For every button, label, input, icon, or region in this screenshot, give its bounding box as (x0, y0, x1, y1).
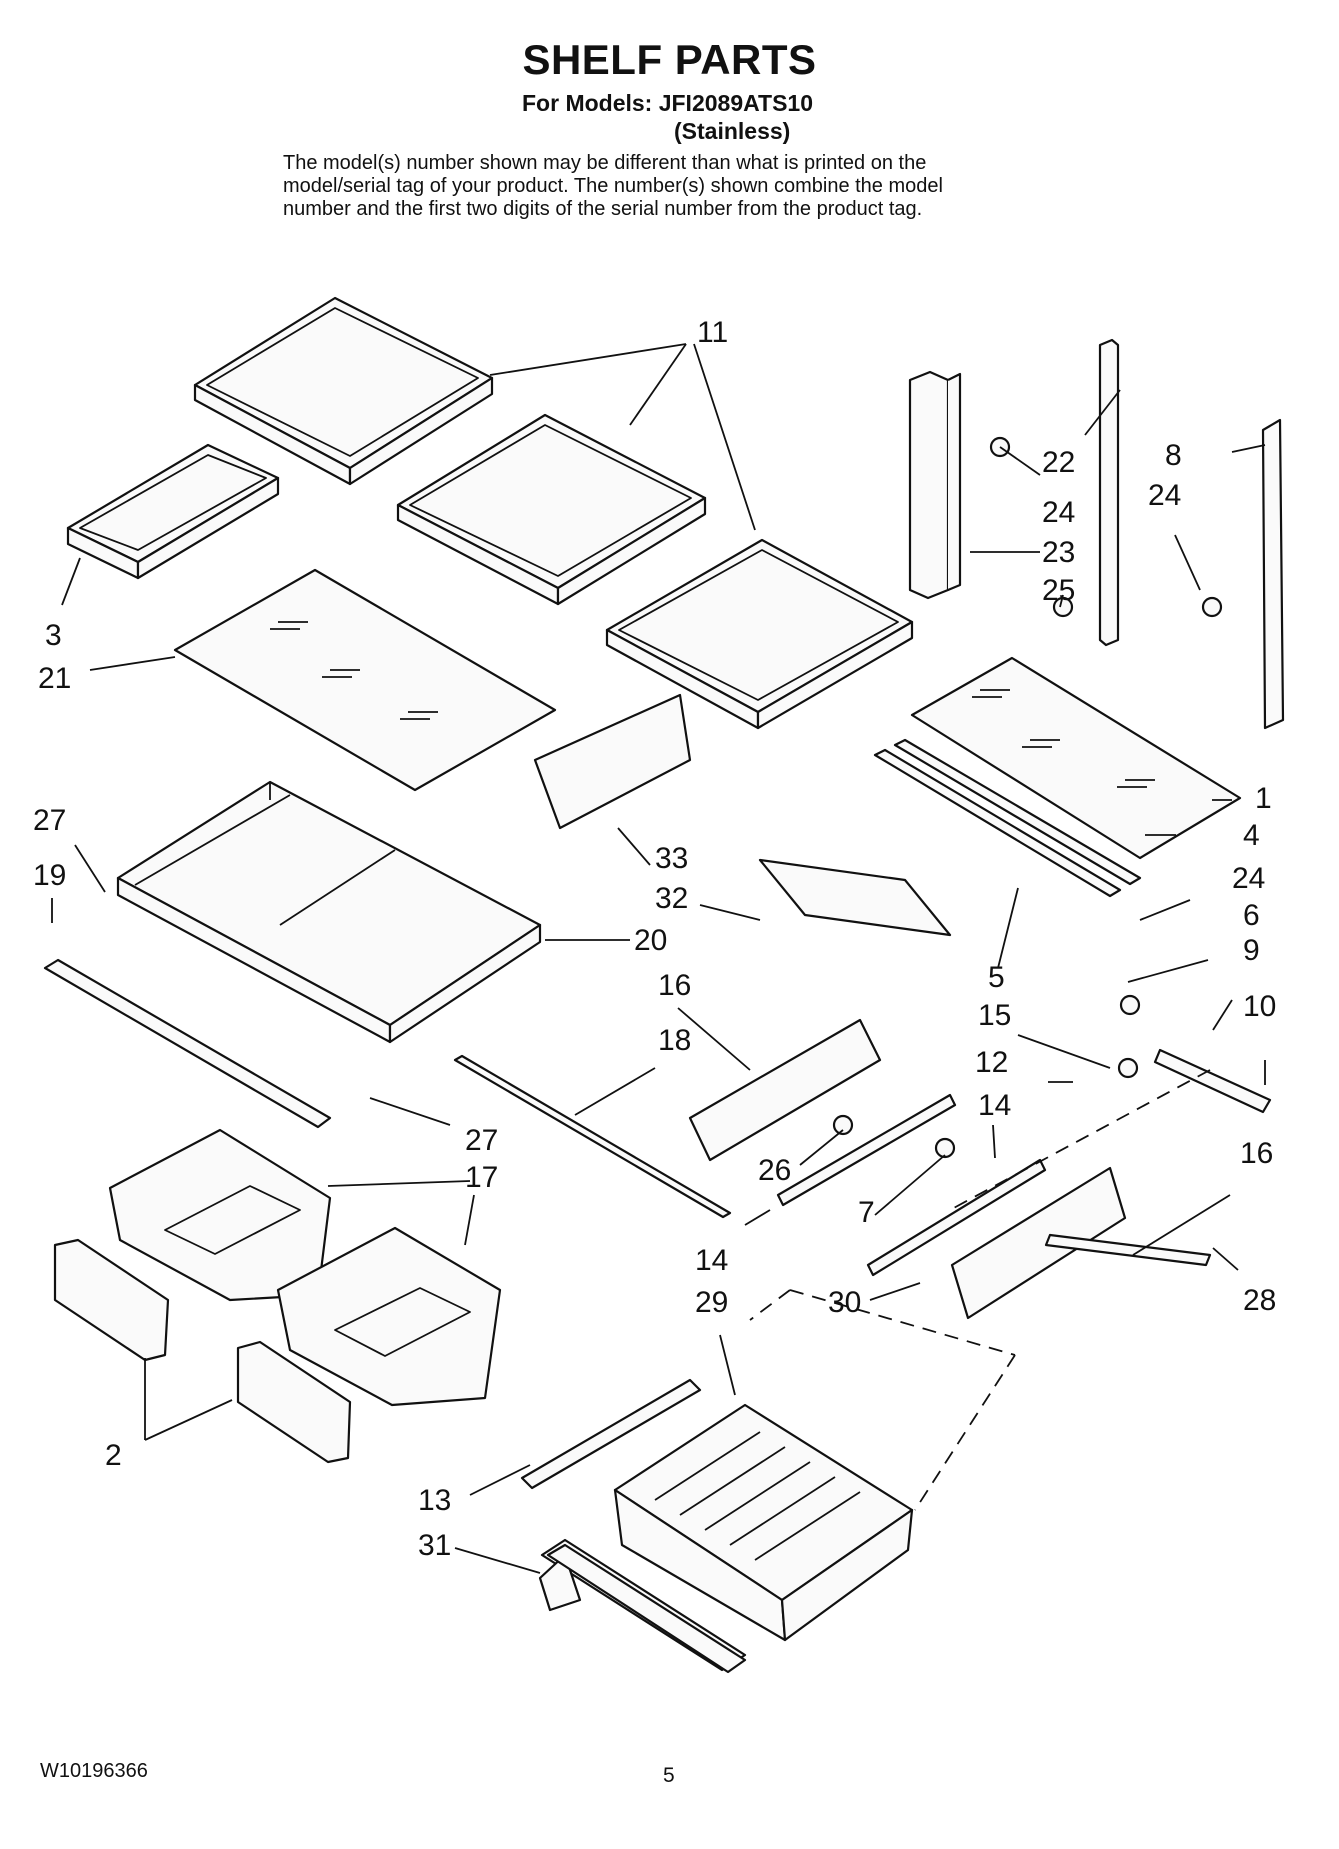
callout-label: 4 (1243, 819, 1260, 852)
callout-label: 3 (45, 619, 62, 652)
crisper-divider (533, 693, 692, 830)
leader-lines (51, 343, 1266, 1574)
rod-strip (453, 1054, 732, 1219)
callout-label: 14 (695, 1244, 728, 1277)
model-note: The model(s) number shown may be differe… (283, 152, 1083, 221)
model-line: For Models: JFI2089ATS10 (522, 90, 813, 116)
shelf-frame-lower (605, 538, 914, 730)
drawer-rails (520, 1093, 1047, 1490)
callout-label: 15 (978, 999, 1011, 1032)
note-line: model/serial tag of your product. The nu… (283, 175, 943, 197)
trim-strips (873, 738, 1142, 898)
callout-label: 17 (465, 1161, 498, 1194)
callout-label: 31 (418, 1529, 451, 1562)
shelf-frame-middle (396, 413, 707, 606)
callout-label: 11 (697, 316, 728, 349)
callout-label: 25 (1042, 574, 1075, 607)
crisper-pan-back (276, 1226, 502, 1407)
callout-label: 24 (1232, 862, 1265, 895)
callout-label: 26 (758, 1154, 791, 1187)
callout-label: 13 (418, 1484, 451, 1517)
callout-label: 22 (1042, 446, 1075, 479)
callout-label: 29 (695, 1286, 728, 1319)
callout-label: 33 (655, 842, 688, 875)
shelf-frame-top (193, 296, 494, 486)
callout-label: 21 (38, 662, 71, 695)
divider-strip (43, 958, 332, 1129)
crisper-cover (116, 780, 542, 1044)
callout-label: 32 (655, 882, 688, 915)
callout-label: 16 (1240, 1137, 1273, 1170)
callout-label: 19 (33, 859, 66, 892)
callout-label: 24 (1148, 479, 1181, 512)
callout-label: 14 (978, 1089, 1011, 1122)
drawer-cover-handle (546, 1543, 747, 1674)
deli-drawer (613, 1403, 914, 1642)
glass-shelf-left (173, 568, 557, 792)
callout-label: 8 (1165, 439, 1182, 472)
callout-label: 10 (1243, 990, 1276, 1023)
page-number: 5 (663, 1764, 675, 1787)
model-variant: (Stainless) (674, 118, 791, 144)
callout-label: 18 (658, 1024, 691, 1057)
callout-label: 27 (465, 1124, 498, 1157)
dashed-alignment-lines (749, 1069, 1211, 1511)
callout-label: 16 (658, 969, 691, 1002)
callout-label: 2 (105, 1439, 122, 1472)
note-line: number and the first two digits of the s… (283, 198, 923, 220)
callout-label: 12 (975, 1046, 1008, 1079)
small-shelf (66, 443, 280, 580)
callout-label: 5 (988, 961, 1005, 994)
callout-label: 1 (1255, 782, 1272, 815)
glass-shelf-right (910, 656, 1242, 860)
callout-label: 20 (634, 924, 667, 957)
callout-label: 9 (1243, 934, 1260, 967)
shelf-bracket-upright (908, 338, 1285, 730)
callout-label: 24 (1042, 496, 1075, 529)
callout-labels: 11 22 8 24 24 23 25 3 21 1 27 19 33 4 32… (33, 316, 1276, 1562)
drawer-slide-assembly (688, 858, 1272, 1320)
drawer-handles (53, 1238, 352, 1464)
callout-label: 27 (33, 804, 66, 837)
callout-label: 30 (828, 1286, 861, 1319)
callout-label: 7 (858, 1196, 875, 1229)
callout-label: 23 (1042, 536, 1075, 569)
document-number: W10196366 (40, 1760, 148, 1782)
note-line: The model(s) number shown may be differe… (283, 152, 927, 174)
callout-label: 28 (1243, 1284, 1276, 1317)
callout-label: 6 (1243, 899, 1260, 932)
page-title: SHELF PARTS (522, 36, 817, 83)
screws (832, 436, 1223, 1159)
crisper-pan-front (108, 1128, 332, 1302)
